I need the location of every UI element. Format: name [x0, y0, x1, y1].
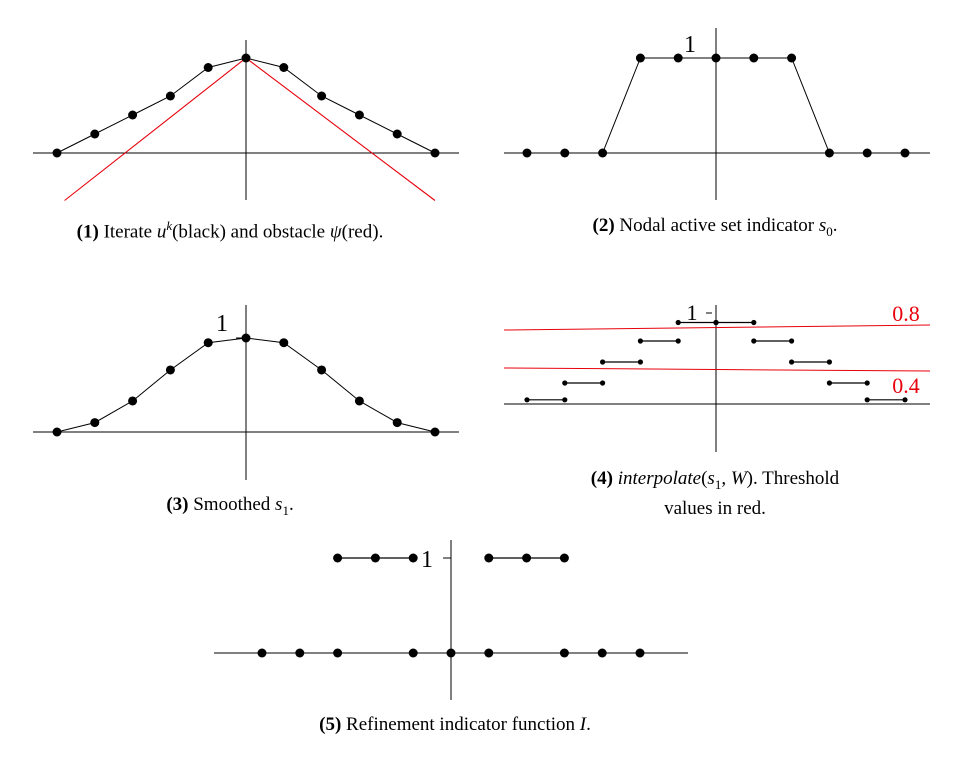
step-endpoint-1-b	[600, 380, 606, 386]
iterate-point-0	[52, 148, 62, 158]
smoothed-point-10	[430, 427, 440, 437]
iterate-point-7	[317, 91, 327, 101]
node-point-2	[598, 148, 608, 158]
smoothed-point-4	[203, 338, 213, 348]
node-point-1	[560, 148, 570, 158]
indicator-bottom-point-2	[333, 648, 343, 658]
step-endpoint-3-a	[637, 338, 644, 344]
caption-2: (2) Nodal active set indicator s0.	[592, 215, 838, 239]
step-endpoint-7-b	[826, 359, 833, 365]
indicator-top-point-5	[559, 553, 569, 563]
node-point-3	[635, 53, 645, 63]
iterate-point-3	[165, 91, 175, 101]
node-point-5	[711, 53, 721, 63]
indicator-bottom-point-5	[484, 648, 494, 658]
smoothed-point-7	[317, 365, 327, 375]
threshold-line-0.8	[503, 324, 931, 331]
step-endpoint-3-b	[675, 338, 681, 344]
step-endpoint-0-a	[524, 397, 530, 403]
indicator-top-point-0	[333, 553, 343, 563]
indicator-bottom-point-4	[446, 648, 456, 658]
smoothed-point-3	[165, 365, 175, 375]
caption-3: (3) Smoothed s1.	[166, 494, 294, 518]
panel-3-smoothed: 1	[33, 305, 459, 480]
iterate-point-10	[430, 148, 440, 158]
iterate-point-1	[90, 129, 100, 139]
indicator-top-point-3	[484, 553, 494, 563]
step-endpoint-5-a	[713, 319, 719, 326]
tick-label-1: 1	[687, 300, 698, 325]
step-endpoint-2-b	[637, 359, 644, 365]
tick-label-1: 1	[421, 547, 433, 573]
node-point-4	[673, 53, 683, 63]
indicator-bottom-point-7	[597, 648, 607, 658]
threshold-line-0.4	[503, 367, 931, 372]
panel-5-refinement-indicator: 1	[214, 540, 688, 700]
step-endpoint-1-a	[562, 380, 568, 386]
smoothed-point-9	[392, 418, 402, 428]
node-point-8	[824, 148, 834, 158]
iterate-point-8	[354, 110, 364, 120]
caption-4: (4) interpolate(s1, W). Threshold values…	[590, 468, 840, 519]
step-endpoint-0-b	[562, 397, 568, 403]
iterate-point-5	[241, 53, 251, 63]
smoothed-point-8	[354, 396, 364, 406]
node-point-9	[862, 148, 872, 158]
smoothed-point-0	[52, 427, 62, 437]
step-endpoint-7-a	[789, 359, 795, 365]
node-point-0	[522, 148, 532, 158]
step-endpoint-6-a	[751, 338, 757, 344]
node-point-7	[787, 53, 797, 63]
panel-1-iterate-obstacle	[33, 40, 459, 201]
iterate-point-2	[128, 110, 138, 120]
node-point-6	[749, 53, 759, 63]
iterate-point-4	[203, 63, 213, 72]
node-point-10	[900, 148, 910, 158]
smoothed-point-1	[90, 418, 100, 428]
threshold-label-0.4: 0.4	[892, 373, 920, 398]
indicator-top-point-1	[370, 553, 380, 563]
tick-label-1: 1	[216, 311, 228, 337]
step-endpoint-8-b	[864, 380, 870, 386]
tick-label-1: 1	[684, 32, 696, 58]
indicator-bottom-point-0	[257, 648, 267, 658]
smoothed-point-6	[279, 338, 289, 348]
smoothed-point-5	[241, 333, 251, 343]
step-endpoint-5-b	[751, 319, 757, 326]
indicator-top-point-2	[408, 553, 418, 563]
panel-2-nodal-active-set: 1	[504, 28, 930, 200]
caption-1: (1) Iterate uk(black) and obstacle ψ(red…	[76, 218, 384, 243]
obstacle-line	[64, 57, 436, 201]
indicator-bottom-point-8	[635, 648, 645, 658]
threshold-label-0.8: 0.8	[892, 301, 920, 326]
iterate-point-9	[392, 129, 402, 139]
step-endpoint-6-b	[789, 338, 795, 344]
indicator-bottom-point-1	[295, 648, 305, 658]
smoothed-point-2	[128, 396, 138, 406]
step-endpoint-9-b	[902, 397, 908, 403]
step-endpoint-9-a	[864, 397, 870, 403]
panel-4-interpolate: 0.8 0.4 1	[503, 300, 931, 452]
iterate-point-6	[279, 63, 289, 72]
caption-5: (5) Refinement indicator function I.	[319, 714, 591, 735]
step-endpoint-2-a	[600, 359, 606, 365]
step-endpoint-8-a	[826, 380, 833, 386]
indicator-bottom-point-3	[408, 648, 418, 658]
indicator-top-point-4	[522, 553, 532, 563]
indicator-bottom-point-6	[559, 648, 569, 658]
step-endpoint-4-a	[675, 319, 681, 326]
